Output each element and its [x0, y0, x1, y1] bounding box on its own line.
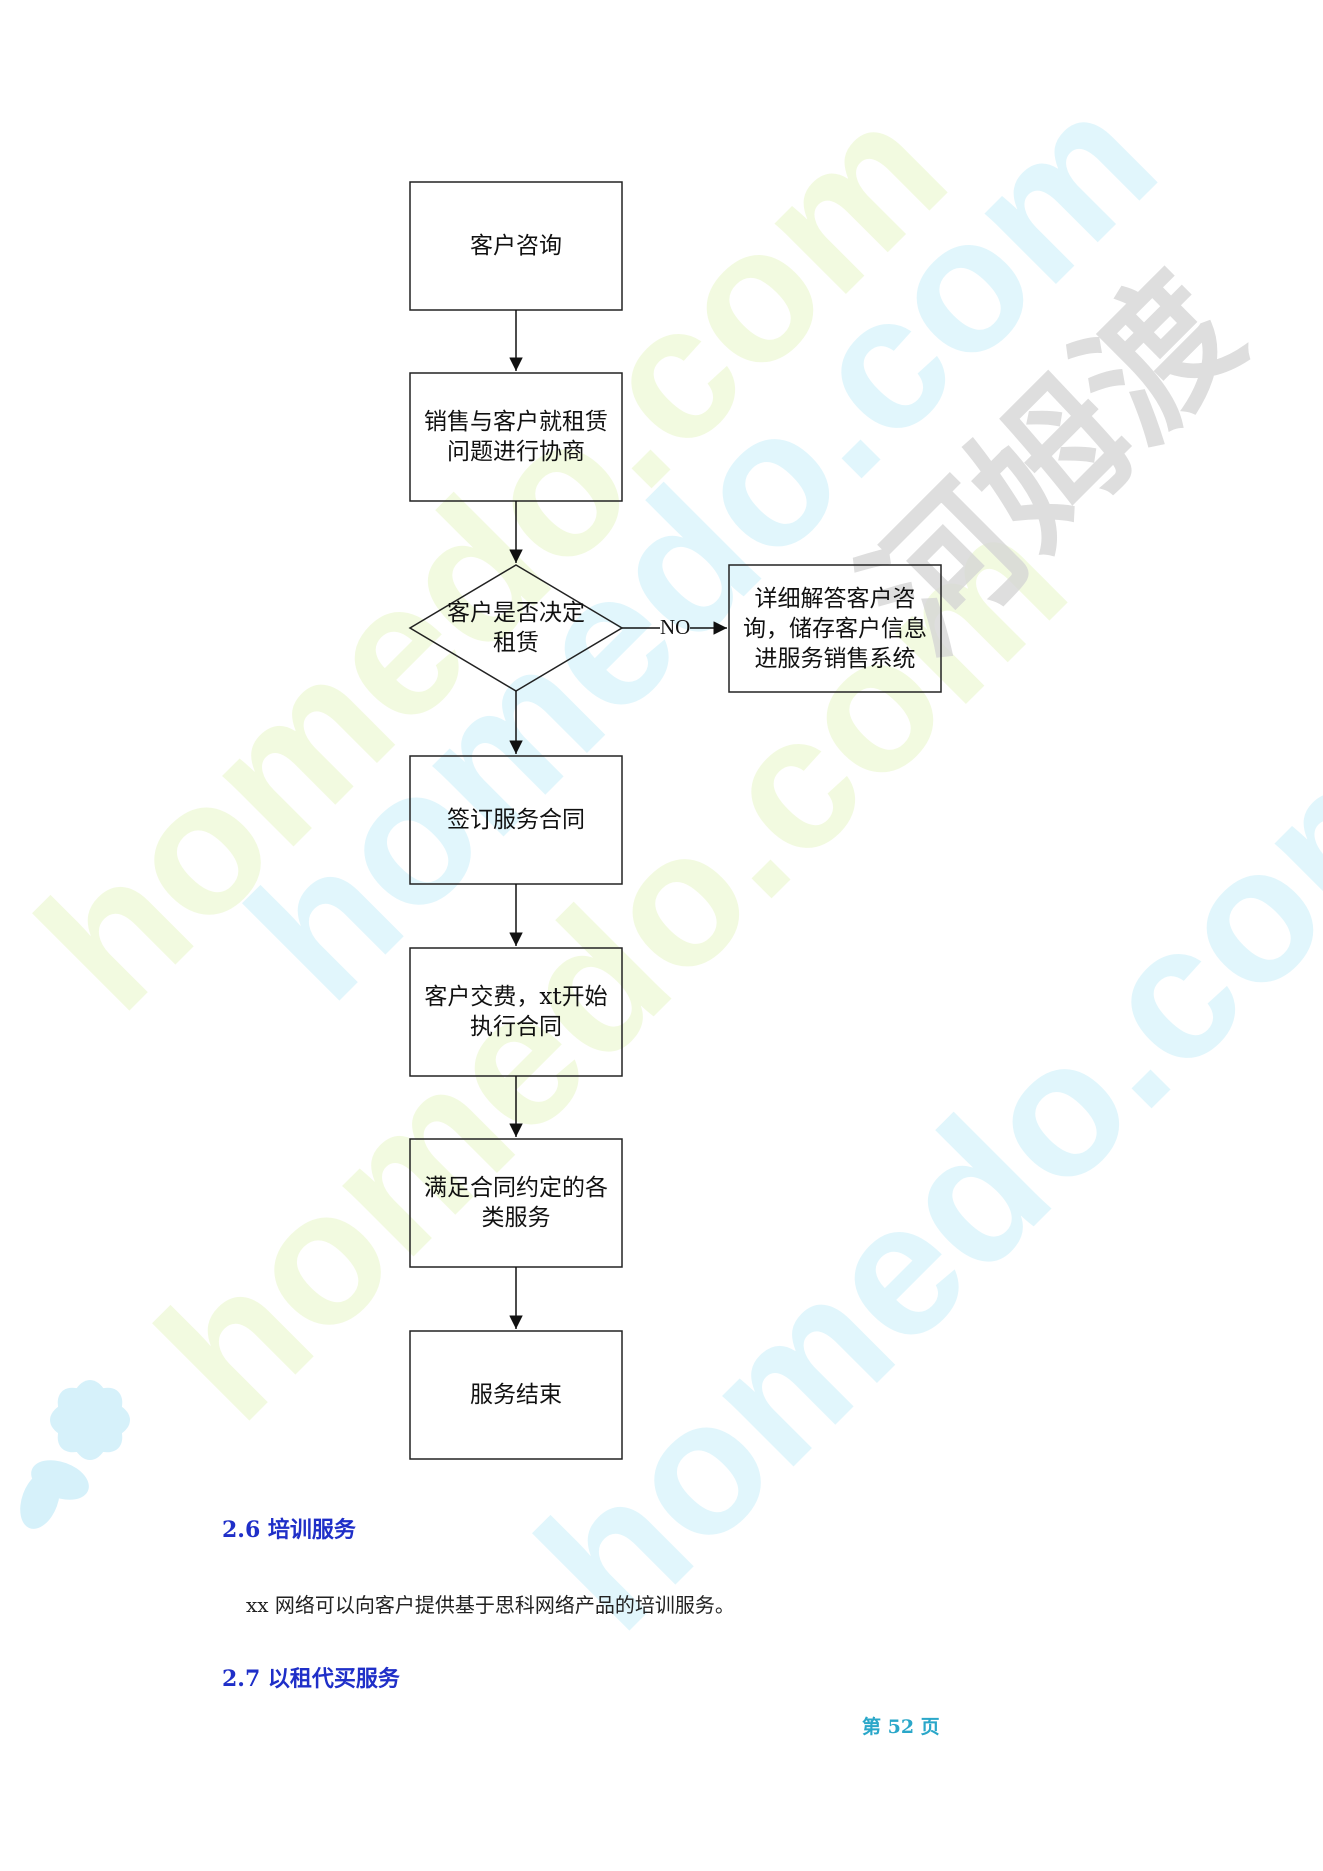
node-sign-text: 签订服务合同 — [447, 807, 585, 833]
node-end-text: 服务结束 — [470, 1382, 562, 1408]
node-negotiate-line2: 问题进行协商 — [447, 439, 585, 465]
section-2-6-body: xx 网络可以向客户提供基于思科网络产品的培训服务。 — [246, 1593, 735, 1617]
node-decision-label: 客户是否决定 租赁 — [420, 594, 612, 662]
node-explain-line2: 询，储存客户信息 — [743, 615, 927, 642]
node-decision-line1: 客户是否决定 — [447, 600, 585, 626]
node-explain-label: 详细解答客户咨 询，储存客户信息 进服务销售系统 — [729, 565, 941, 692]
node-negotiate-label: 销售与客户就租赁 问题进行协商 — [410, 373, 622, 501]
node-decision-line2: 租赁 — [493, 630, 539, 656]
node-serve-line2: 类服务 — [481, 1205, 551, 1231]
node-consult-label: 客户咨询 — [410, 182, 622, 310]
node-pay-line1: 客户交费，xt开始 — [424, 984, 608, 1010]
page-number: 第 52 页 — [862, 1716, 940, 1738]
node-pay-line2: 执行合同 — [470, 1014, 562, 1040]
node-end-box — [409, 1330, 623, 1460]
node-negotiate-line1: 销售与客户就租赁 — [424, 409, 608, 435]
node-end-label: 服务结束 — [410, 1331, 622, 1459]
node-explain-line1: 详细解答客户咨 — [754, 585, 916, 612]
node-serve-line1: 满足合同约定的各 — [424, 1175, 608, 1201]
node-pay-label: 客户交费，xt开始 执行合同 — [410, 948, 622, 1076]
node-explain-line3: 进服务销售系统 — [754, 645, 916, 672]
node-sign-label: 签订服务合同 — [410, 756, 622, 884]
node-serve-label: 满足合同约定的各 类服务 — [410, 1139, 622, 1267]
edge-no-label: NO — [660, 615, 691, 639]
section-2-6-heading: 2.6 培训服务 — [222, 1517, 356, 1543]
node-consult-text: 客户咨询 — [470, 233, 562, 259]
node-explain-box — [728, 564, 942, 693]
section-2-7-heading: 2.7 以租代买服务 — [222, 1666, 400, 1692]
